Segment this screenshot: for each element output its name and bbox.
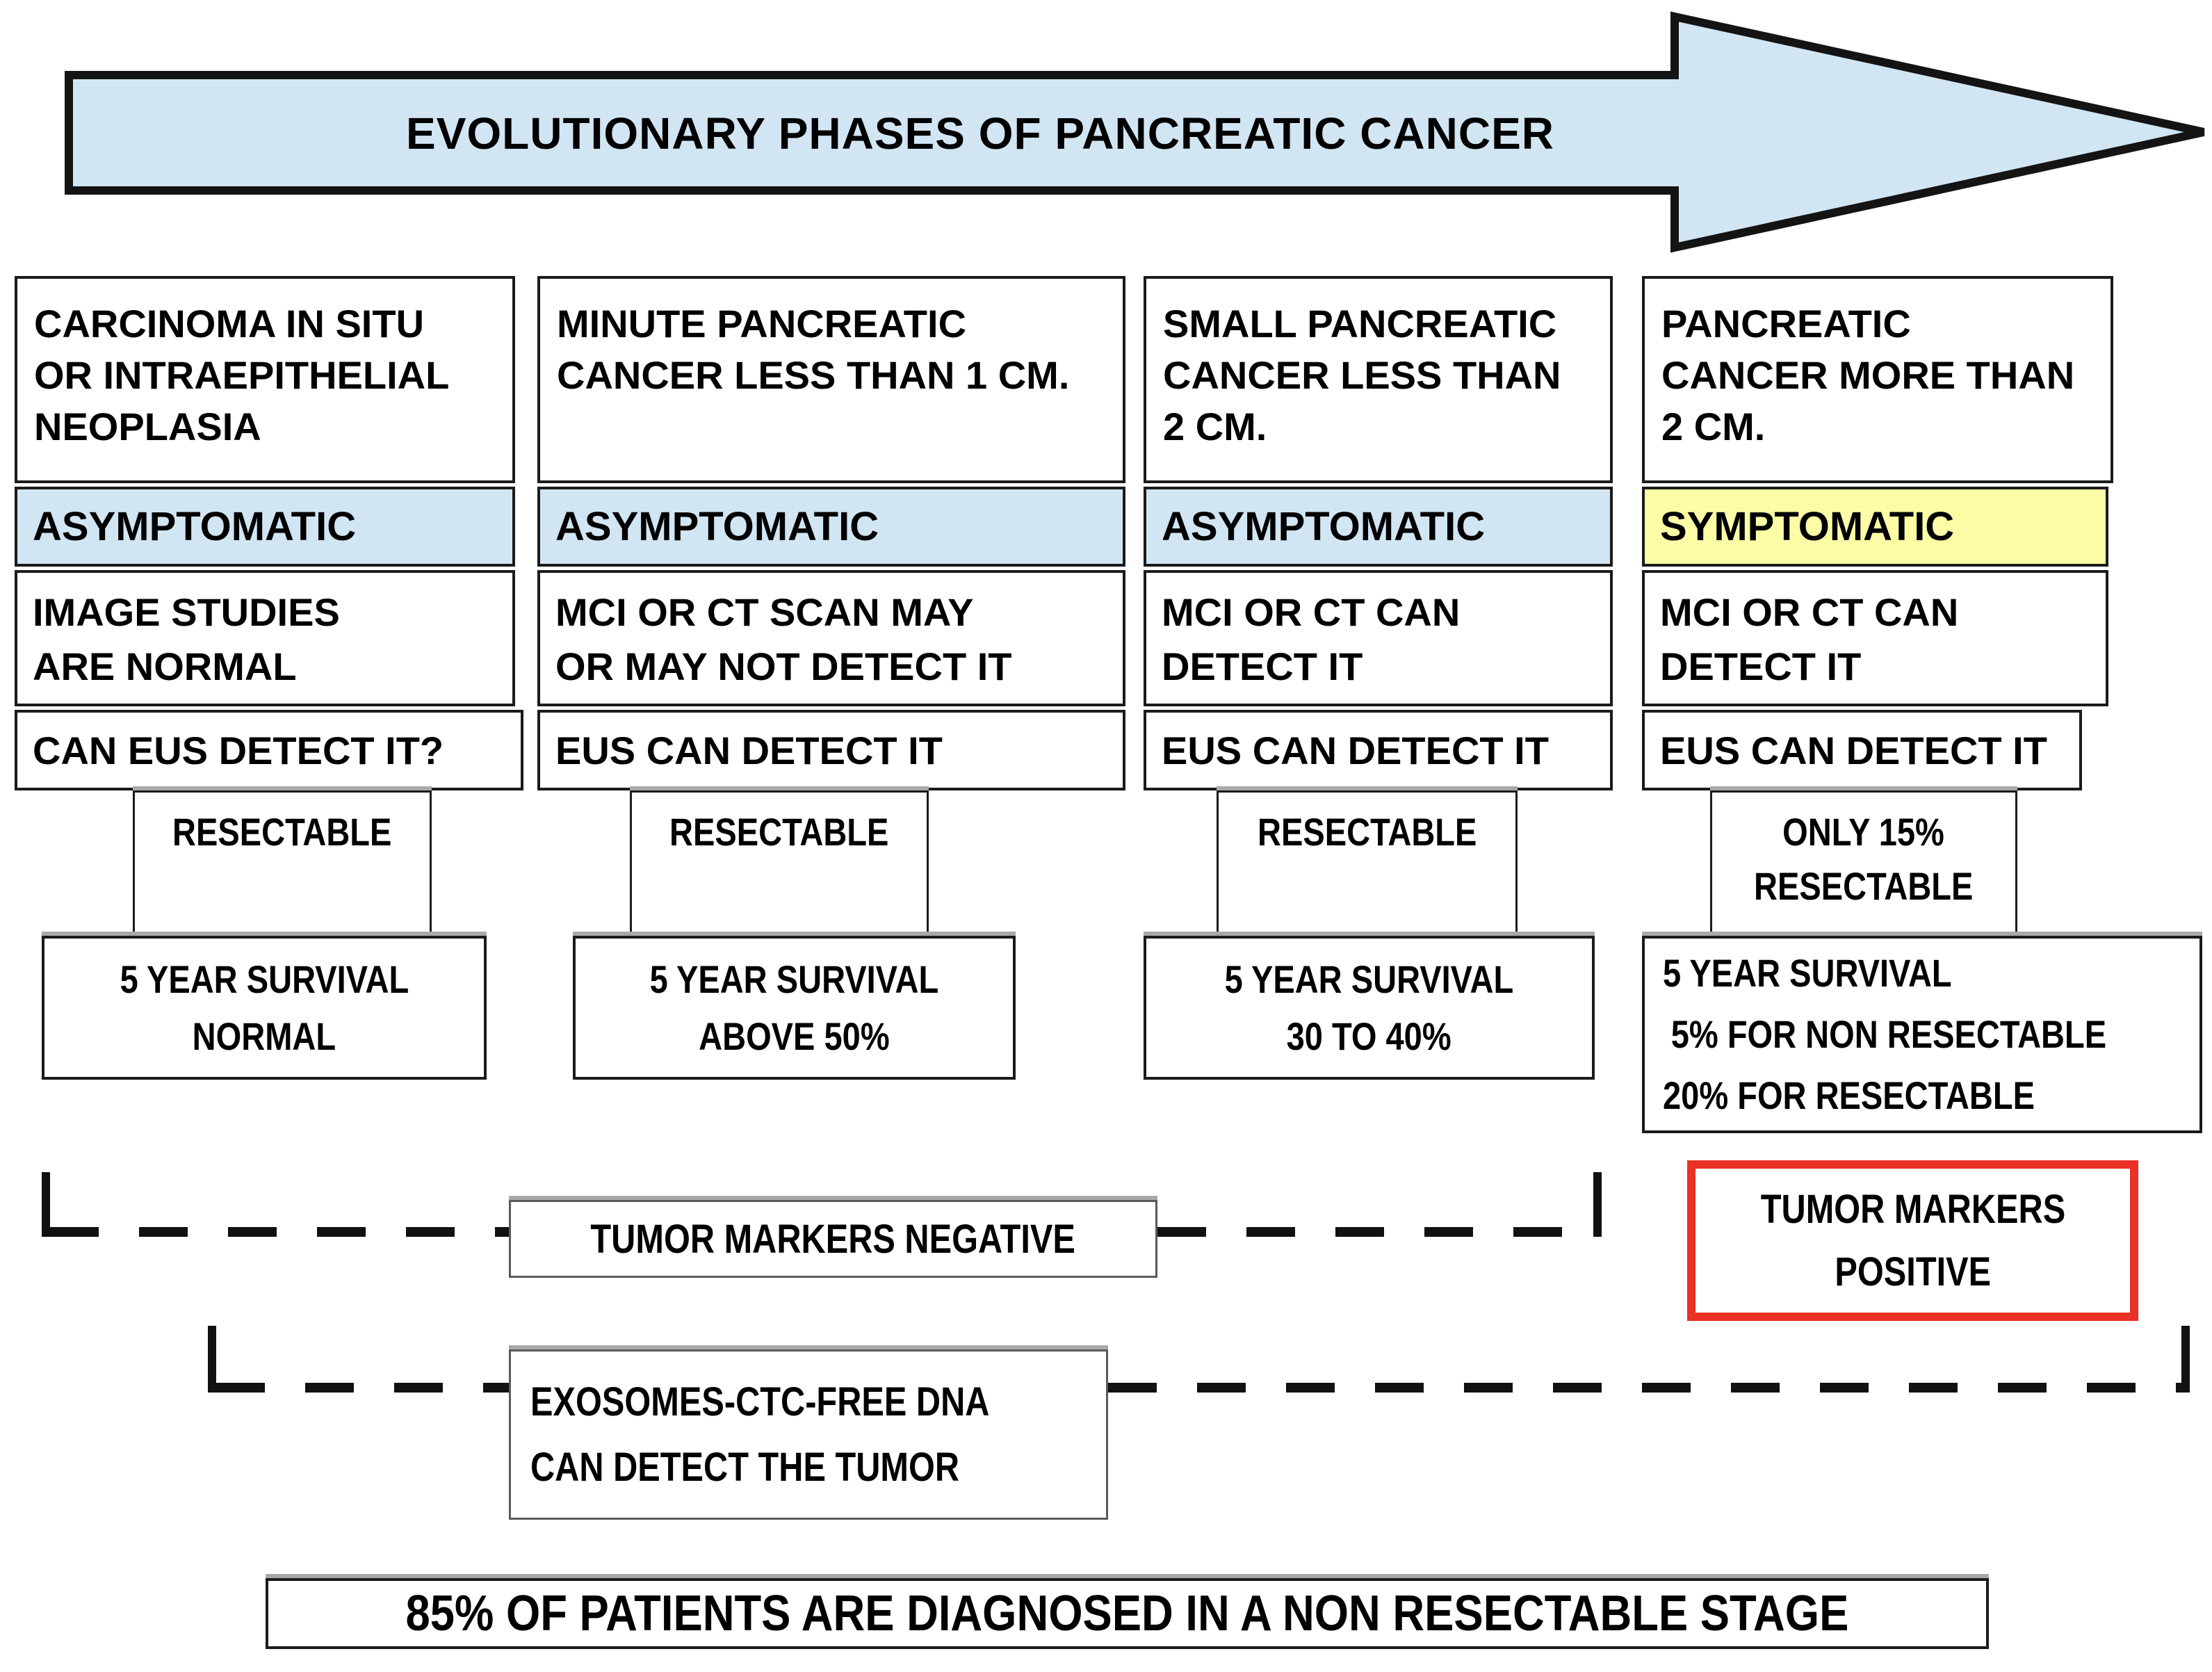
- text-line: NEOPLASIA: [34, 405, 261, 448]
- imaging-box-1: IMAGE STUDIES ARE NORMAL: [15, 570, 515, 706]
- text-line: CANCER MORE THAN: [1661, 353, 2075, 397]
- text-line: MCI OR CT SCAN MAY: [555, 590, 974, 634]
- bracket-exosomes-right: [2181, 1326, 2190, 1393]
- text-line: CANCER LESS THAN: [1163, 353, 1561, 397]
- resectable-box-1: RESECTABLE: [133, 790, 432, 936]
- text-line: OR MAY NOT DETECT IT: [555, 644, 1012, 688]
- imaging-box-2: MCI OR CT SCAN MAY OR MAY NOT DETECT IT: [537, 570, 1125, 706]
- resectable-box-4: ONLY 15% RESECTABLE: [1710, 790, 2017, 936]
- dashed-line-exosomes-right: [1108, 1383, 2181, 1393]
- text-line: RESECTABLE: [172, 810, 392, 854]
- text-line: RESECTABLE: [1754, 864, 1974, 908]
- text-line: PANCREATIC: [1661, 302, 1911, 346]
- phase-box-4: PANCREATIC CANCER MORE THAN 2 CM.: [1642, 276, 2113, 483]
- text-line: 5 YEAR SURVIVAL: [1224, 957, 1514, 1001]
- status-box-2: ASYMPTOMATIC: [537, 487, 1125, 567]
- bottom-banner-label: 85% OF PATIENTS ARE DIAGNOSED IN A NON R…: [405, 1586, 1849, 1641]
- status-box-1: ASYMPTOMATIC: [15, 487, 515, 567]
- text-line: 5% FOR NON RESECTABLE: [1670, 1012, 2107, 1056]
- eus-label: EUS CAN DETECT IT: [1162, 728, 1549, 772]
- eus-box-1: CAN EUS DETECT IT?: [15, 710, 523, 790]
- phase-box-2: MINUTE PANCREATIC CANCER LESS THAN 1 CM.: [537, 276, 1125, 483]
- bottom-banner: 85% OF PATIENTS ARE DIAGNOSED IN A NON R…: [266, 1578, 1989, 1649]
- resectable-box-3: RESECTABLE: [1217, 790, 1518, 936]
- text-line: 30 TO 40%: [1286, 1014, 1452, 1058]
- status-box-4: SYMPTOMATIC: [1642, 487, 2108, 567]
- survival-box-2: 5 YEAR SURVIVAL ABOVE 50%: [573, 936, 1016, 1080]
- text-line: MINUTE PANCREATIC: [557, 302, 967, 346]
- phases-arrow: [65, 11, 2205, 253]
- text-line: EXOSOMES-CTC-FREE DNA: [530, 1379, 990, 1425]
- survival-box-1: 5 YEAR SURVIVAL NORMAL: [42, 936, 487, 1080]
- text-line: RESECTABLE: [669, 810, 889, 854]
- eus-box-2: EUS CAN DETECT IT: [537, 710, 1125, 790]
- imaging-box-4: MCI OR CT CAN DETECT IT: [1642, 570, 2108, 706]
- text-line: NORMAL: [192, 1014, 336, 1058]
- text-line: POSITIVE: [1835, 1249, 1991, 1294]
- text-line: 5 YEAR SURVIVAL: [1663, 951, 1952, 995]
- tumor-markers-positive-box: TUMOR MARKERS POSITIVE: [1687, 1160, 2138, 1321]
- tumor-markers-negative-label: TUMOR MARKERS NEGATIVE: [590, 1216, 1076, 1262]
- eus-label: EUS CAN DETECT IT: [1660, 728, 2047, 772]
- bracket-negative-right: [1593, 1172, 1602, 1237]
- text-line: MCI OR CT CAN: [1660, 590, 1959, 634]
- survival-box-4: 5 YEAR SURVIVAL 5% FOR NON RESECTABLE 20…: [1642, 936, 2202, 1133]
- tumor-markers-negative-box: TUMOR MARKERS NEGATIVE: [509, 1200, 1157, 1278]
- bracket-negative-left: [42, 1172, 50, 1237]
- text-line: 2 CM.: [1163, 405, 1267, 448]
- text-line: ABOVE 50%: [699, 1014, 890, 1058]
- text-line: 5 YEAR SURVIVAL: [649, 957, 939, 1001]
- text-line: DETECT IT: [1162, 644, 1363, 688]
- text-line: CANCER LESS THAN 1 CM.: [557, 353, 1070, 397]
- diagram-title: EVOLUTIONARY PHASES OF PANCREATIC CANCER: [406, 108, 1554, 159]
- text-line: SMALL PANCREATIC: [1163, 302, 1557, 346]
- text-line: CARCINOMA IN SITU: [34, 302, 425, 346]
- status-label: ASYMPTOMATIC: [555, 504, 879, 549]
- eus-label: EUS CAN DETECT IT: [555, 728, 943, 772]
- text-line: 20% FOR RESECTABLE: [1663, 1073, 2035, 1117]
- text-line: 2 CM.: [1661, 405, 1766, 448]
- text-line: IMAGE STUDIES: [33, 590, 340, 634]
- phase-box-1: CARCINOMA IN SITU OR INTRAEPITHELIAL NEO…: [15, 276, 515, 483]
- phase-box-3: SMALL PANCREATIC CANCER LESS THAN 2 CM.: [1144, 276, 1613, 483]
- text-line: TUMOR MARKERS: [1760, 1186, 2065, 1232]
- bracket-exosomes-left: [208, 1326, 216, 1393]
- text-line: RESECTABLE: [1257, 810, 1477, 854]
- dashed-line-negative-left: [50, 1227, 509, 1237]
- imaging-box-3: MCI OR CT CAN DETECT IT: [1144, 570, 1613, 706]
- status-label: SYMPTOMATIC: [1660, 504, 1955, 549]
- text-line: ARE NORMAL: [33, 644, 297, 688]
- resectable-box-2: RESECTABLE: [630, 790, 929, 936]
- eus-box-4: EUS CAN DETECT IT: [1642, 710, 2082, 790]
- status-label: ASYMPTOMATIC: [33, 504, 357, 549]
- dashed-line-negative-right: [1157, 1227, 1593, 1237]
- exosomes-box: EXOSOMES-CTC-FREE DNA CAN DETECT THE TUM…: [509, 1349, 1108, 1520]
- status-box-3: ASYMPTOMATIC: [1144, 487, 1613, 567]
- text-line: ONLY 15%: [1782, 810, 1945, 854]
- text-line: OR INTRAEPITHELIAL: [34, 353, 450, 397]
- text-line: CAN DETECT THE TUMOR: [530, 1444, 960, 1490]
- eus-label: CAN EUS DETECT IT?: [33, 728, 444, 772]
- text-line: MCI OR CT CAN: [1162, 590, 1461, 634]
- text-line: 5 YEAR SURVIVAL: [120, 957, 409, 1001]
- survival-box-3: 5 YEAR SURVIVAL 30 TO 40%: [1144, 936, 1595, 1080]
- dashed-line-exosomes-left: [216, 1383, 509, 1393]
- text-line: DETECT IT: [1660, 644, 1862, 688]
- status-label: ASYMPTOMATIC: [1162, 504, 1486, 549]
- eus-box-3: EUS CAN DETECT IT: [1144, 710, 1613, 790]
- phases-arrow-shape: [65, 11, 2205, 253]
